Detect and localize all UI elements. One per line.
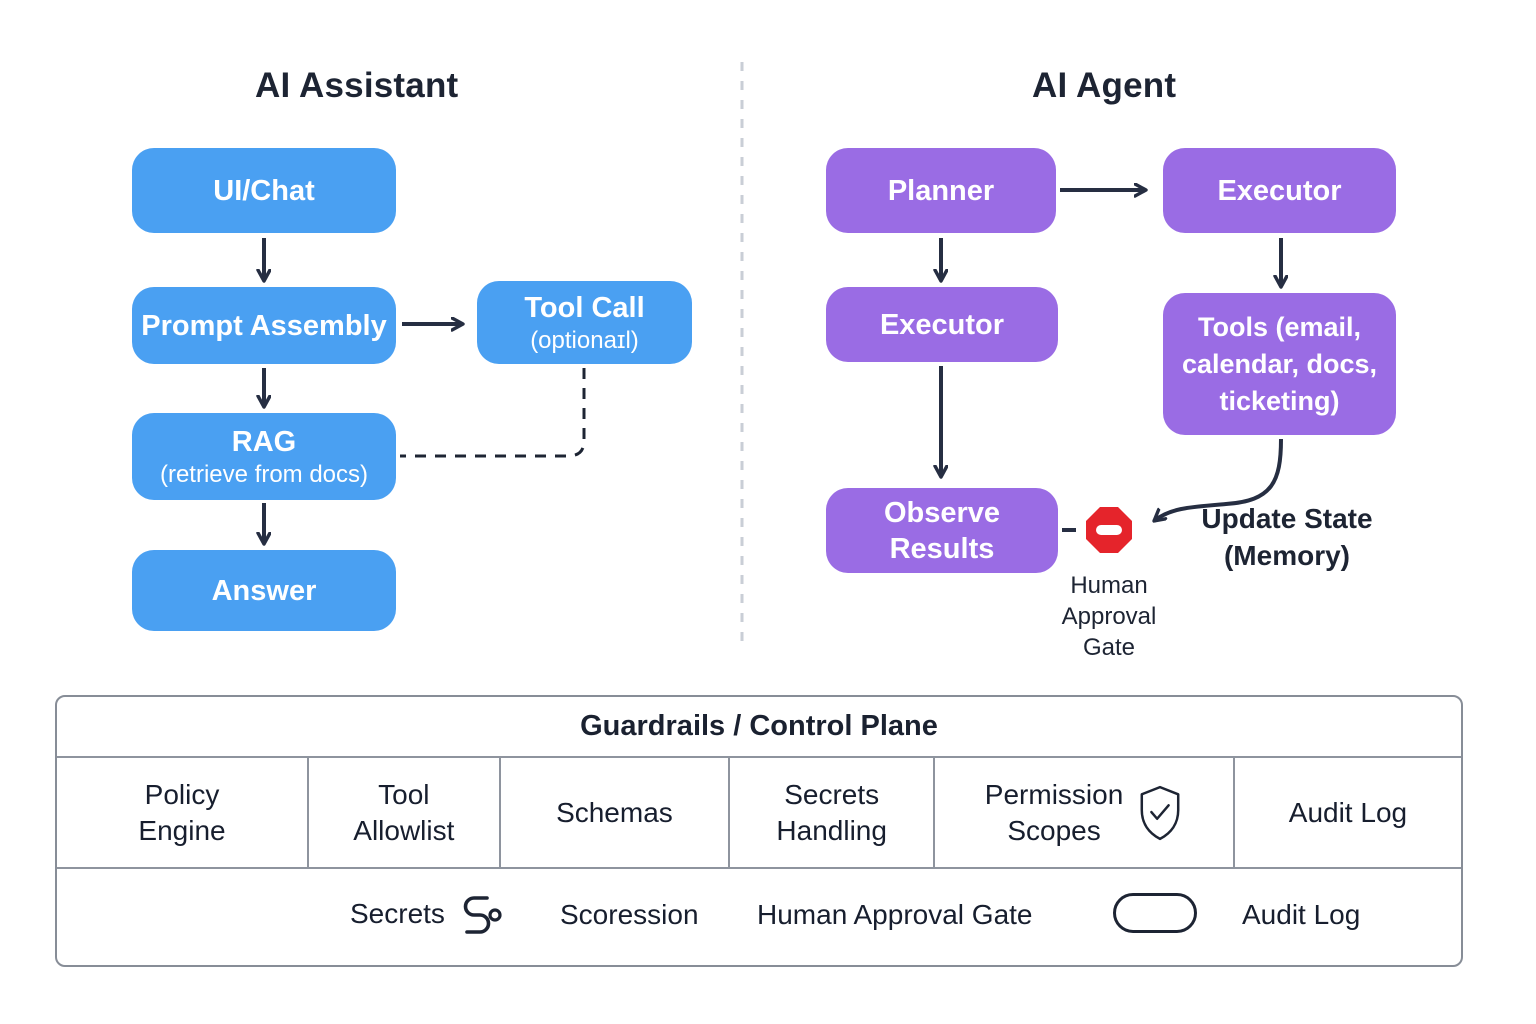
node-ui-chat-label: UI/Chat [213, 174, 315, 207]
cell-tool-allowlist: Tool Allowlist [309, 758, 501, 867]
update-state-line2: (Memory) [1223, 540, 1350, 571]
bottom-secrets-label: Secrets [350, 898, 445, 929]
node-tool-call-line1: Tool Call [524, 291, 645, 324]
human-gate-label: Human Approval Gate [1037, 570, 1181, 663]
human-gate-line2: Approval [1061, 603, 1157, 630]
node-executor-side-label: Executor [879, 308, 1005, 341]
cell-policy-engine-line2: Engine [138, 814, 226, 846]
cell-secrets-handling-line1: Secrets [784, 778, 880, 810]
human-gate-line3: Gate [1082, 634, 1136, 661]
cell-schemas: Schemas [501, 758, 731, 867]
cell-tool-allowlist-line1: Tool [378, 778, 430, 810]
node-executor-top: Executor [1163, 148, 1396, 233]
node-answer-label: Answer [211, 574, 317, 607]
guardrails-row-1: Policy Engine Tool Allowlist Schemas Sec… [57, 758, 1461, 869]
node-planner: Planner [826, 148, 1056, 233]
node-tool-call: Tool Call (optionaɪl) [477, 281, 692, 364]
node-tools-line1: Tools (email, [1197, 311, 1362, 342]
bottom-audit-log-label: Audit Log [1242, 899, 1361, 930]
node-rag: RAG (retrieve from docs) [132, 413, 396, 500]
node-prompt-assembly: Prompt Assembly [132, 287, 396, 364]
node-tools-line3: ticketing) [1219, 385, 1340, 416]
shield-outline [1140, 785, 1180, 840]
node-prompt-assembly-label: Prompt Assembly [141, 309, 387, 342]
guardrails-table: Guardrails / Control Plane Policy Engine… [55, 695, 1463, 967]
agent-title: AI Agent [1032, 66, 1177, 105]
shield-check-icon [1140, 785, 1180, 840]
squiggle-path [463, 896, 491, 934]
no-entry-icon [1086, 507, 1132, 553]
update-state-line1: Update State [1201, 503, 1373, 534]
cell-secrets-handling-line2: Handling [776, 814, 887, 846]
human-gate-line1: Human [1070, 572, 1148, 599]
shield-check-mark [1150, 803, 1171, 820]
node-answer: Answer [132, 550, 396, 631]
squiggle-dot [488, 908, 502, 922]
node-executor-top-label: Executor [1217, 174, 1342, 207]
node-observe-results: Observe Results [826, 488, 1058, 573]
cell-tool-allowlist-line2: Allowlist [353, 814, 455, 846]
guardrails-title: Guardrails / Control Plane [57, 697, 1461, 758]
node-ui-chat: UI/Chat [132, 148, 396, 233]
bottom-scoression-label: Scoression [560, 899, 699, 930]
bottom-human-approval-gate-label: Human Approval Gate [757, 899, 1033, 930]
bottom-secrets-group: Secrets [350, 893, 503, 935]
node-rag-line2: (retrieve from docs) [159, 460, 369, 488]
node-observe-line2: Results [889, 532, 995, 565]
cell-permission-scopes-line1: Permission [984, 778, 1124, 810]
node-tools: Tools (email, calendar, docs, ticketing) [1163, 293, 1396, 435]
update-state-label: Update State (Memory) [1183, 500, 1391, 574]
guardrails-row-2: Secrets Scoression Human Approval Gate A… [57, 869, 1461, 963]
cell-permission-scopes: Permission Scopes [935, 758, 1235, 867]
squiggle-link-icon [463, 896, 502, 934]
cell-audit-log: Audit Log [1235, 758, 1461, 867]
cell-audit-log-line1: Audit Log [1288, 796, 1408, 828]
no-entry-bar [1096, 525, 1122, 535]
node-planner-label: Planner [887, 174, 995, 207]
node-executor-side: Executor [826, 287, 1058, 362]
node-tools-line2: calendar, docs, [1181, 348, 1378, 379]
assistant-title: AI Assistant [255, 66, 459, 105]
cell-policy-engine: Policy Engine [57, 758, 310, 867]
node-observe-line1: Observe [883, 496, 1001, 529]
cell-policy-engine-line1: Policy [144, 778, 220, 810]
node-rag-line1: RAG [231, 425, 297, 458]
permission-scopes-text: Permission Scopes [985, 777, 1123, 849]
dashed-toolcall-to-rag [400, 368, 586, 458]
node-tool-call-line2: (optionaɪl) [530, 326, 639, 354]
cell-schemas-line1: Schemas [556, 796, 673, 828]
cell-permission-scopes-line2: Scopes [1007, 814, 1101, 846]
permission-scopes-inner: Permission Scopes [985, 777, 1183, 849]
pill-outline-icon [1113, 893, 1197, 933]
cell-secrets-handling: Secrets Handling [730, 758, 936, 867]
